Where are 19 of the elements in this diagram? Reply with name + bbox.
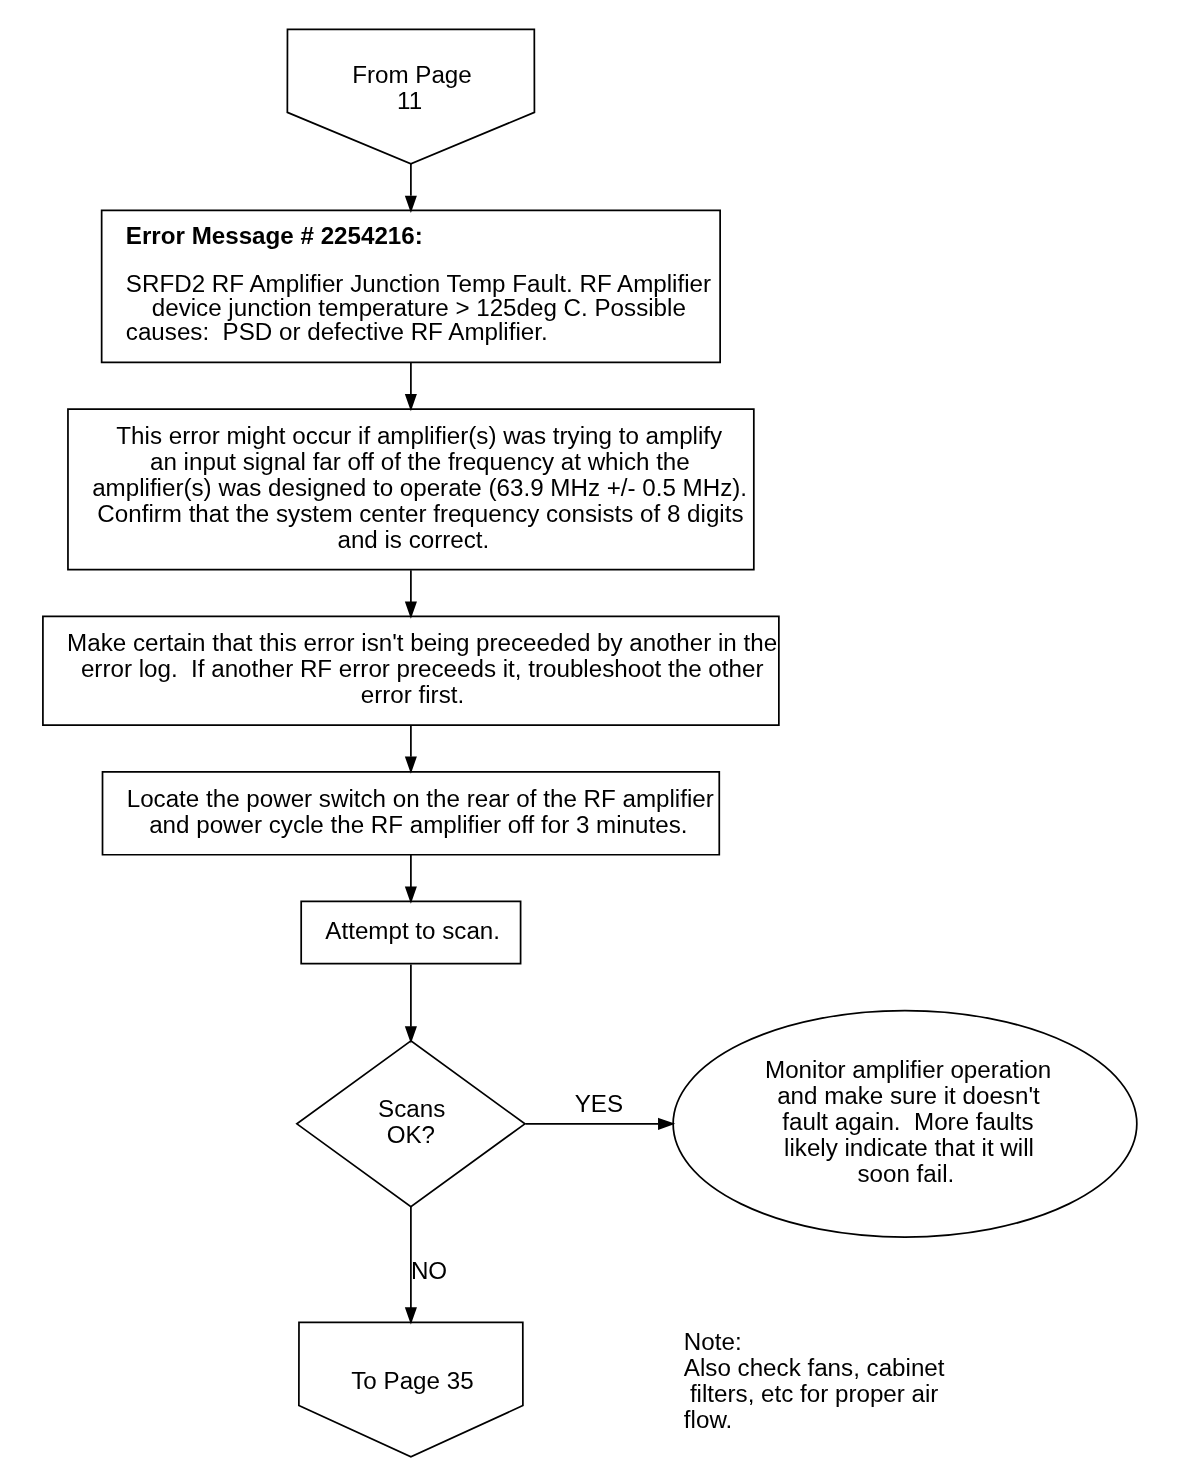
arrow <box>404 1206 417 1325</box>
label: Note: <box>683 1328 742 1356</box>
arrow <box>404 162 417 213</box>
node-box: Error Message # 2254216: SRFD2 RF Amplifier Junction Temp Fault. RF Amplifier device junction temperature > 125deg C. Possible causes: PSD or defective RF Amplifier. <box>100 209 721 364</box>
node-diamond: Scans OK? <box>294 1039 526 1208</box>
label: Also check fans, cabinet filters, etc for proper air flow. <box>683 1354 945 1433</box>
arrow <box>404 725 417 774</box>
edge-label: NO <box>410 1257 447 1285</box>
node-ellipse: Monitor amplifier operation and make sure it doesn't fault again. More faults likely indicate that it will soon fail. <box>671 1009 1138 1238</box>
arrow <box>404 963 417 1044</box>
edge-label: YES <box>574 1090 623 1118</box>
node-box: Locate the power switch on the rear of the RF amplifier and power cycle the RF amplifier off for 3 minutes. <box>101 770 720 856</box>
node-box: Make certain that this error isn't being preceeded by another in the error log. If another RF error preceeds it, troubleshoot the other error first. <box>41 615 780 727</box>
arrow <box>524 1117 675 1130</box>
arrow <box>404 569 417 619</box>
arrow <box>404 854 417 904</box>
arrow <box>404 361 417 412</box>
node-box: This error might occur if amplifier(s) was trying to amplify an input signal far off of the frequency at which the amplifier(s) was designed to operate (63.9 MHz +/- 0.5 MHz). Confirm that the system center frequency consists of 8 digits and is correct. <box>66 408 755 571</box>
node-box: Attempt to scan. <box>299 900 521 965</box>
